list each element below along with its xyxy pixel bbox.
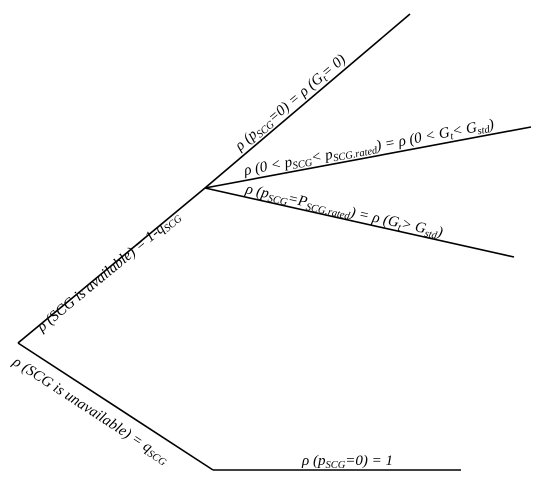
label-unavailable-output: ρ (pSCG=0) = 1	[301, 453, 393, 471]
branch-rated-output	[204, 187, 515, 258]
label-zero-output: ρ (pSCG=0) = ρ (Gt= 0)	[231, 52, 350, 157]
branch-partial-output	[204, 126, 532, 189]
label-partial-output: ρ (0 < pSCG< pSCG.rated) = ρ (0 < Gt< Gs…	[242, 117, 496, 182]
label-rated-output: ρ (pSCG=PSCG.rated) = ρ (Gt> Gstd)	[243, 181, 445, 243]
branch-available	[17, 187, 206, 344]
branch-zero-output	[204, 13, 411, 189]
label-unavailable: ρ (SCG is unavailable) = qSCG	[8, 353, 172, 468]
label-available: ρ (SCG is available) = 1-qSCG	[34, 208, 185, 338]
branch-unavailable	[17, 342, 214, 471]
